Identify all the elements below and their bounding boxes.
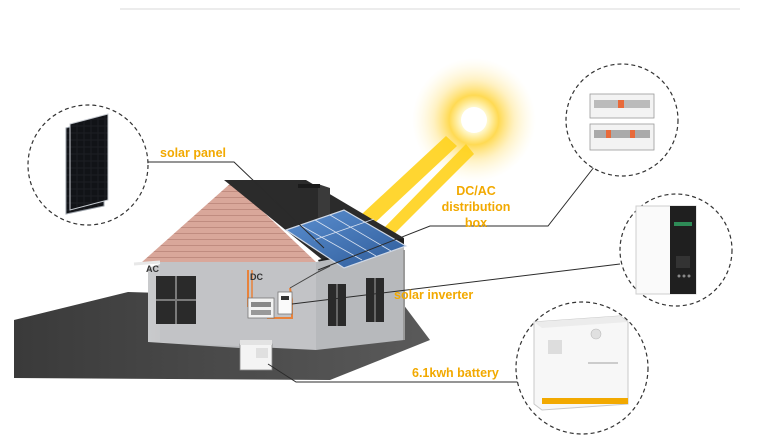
inverter-icon bbox=[635, 205, 697, 295]
distribution-box-icon bbox=[589, 93, 655, 151]
callout-inverter bbox=[619, 193, 733, 307]
label-distribution-box-line1: DC/AC bbox=[456, 184, 496, 198]
callout-battery bbox=[515, 301, 649, 435]
label-battery: 6.1kwh battery bbox=[412, 366, 499, 380]
label-solar-panel: solar panel bbox=[160, 146, 226, 160]
label-distribution-box-line2: distribution bbox=[441, 200, 511, 214]
label-distribution-box-line3: box bbox=[464, 216, 488, 230]
leader-lines bbox=[146, 161, 621, 383]
callout-distribution-box bbox=[565, 63, 679, 177]
solar-panel-icon bbox=[65, 113, 109, 215]
label-solar-inverter: solar inverter bbox=[394, 288, 474, 302]
wire-label-ac: AC bbox=[146, 264, 159, 274]
house-illustration bbox=[133, 180, 408, 371]
callout-solar-panel bbox=[27, 104, 149, 226]
battery-icon bbox=[533, 315, 629, 411]
top-divider bbox=[120, 8, 740, 10]
wire-label-dc: DC bbox=[250, 272, 263, 282]
